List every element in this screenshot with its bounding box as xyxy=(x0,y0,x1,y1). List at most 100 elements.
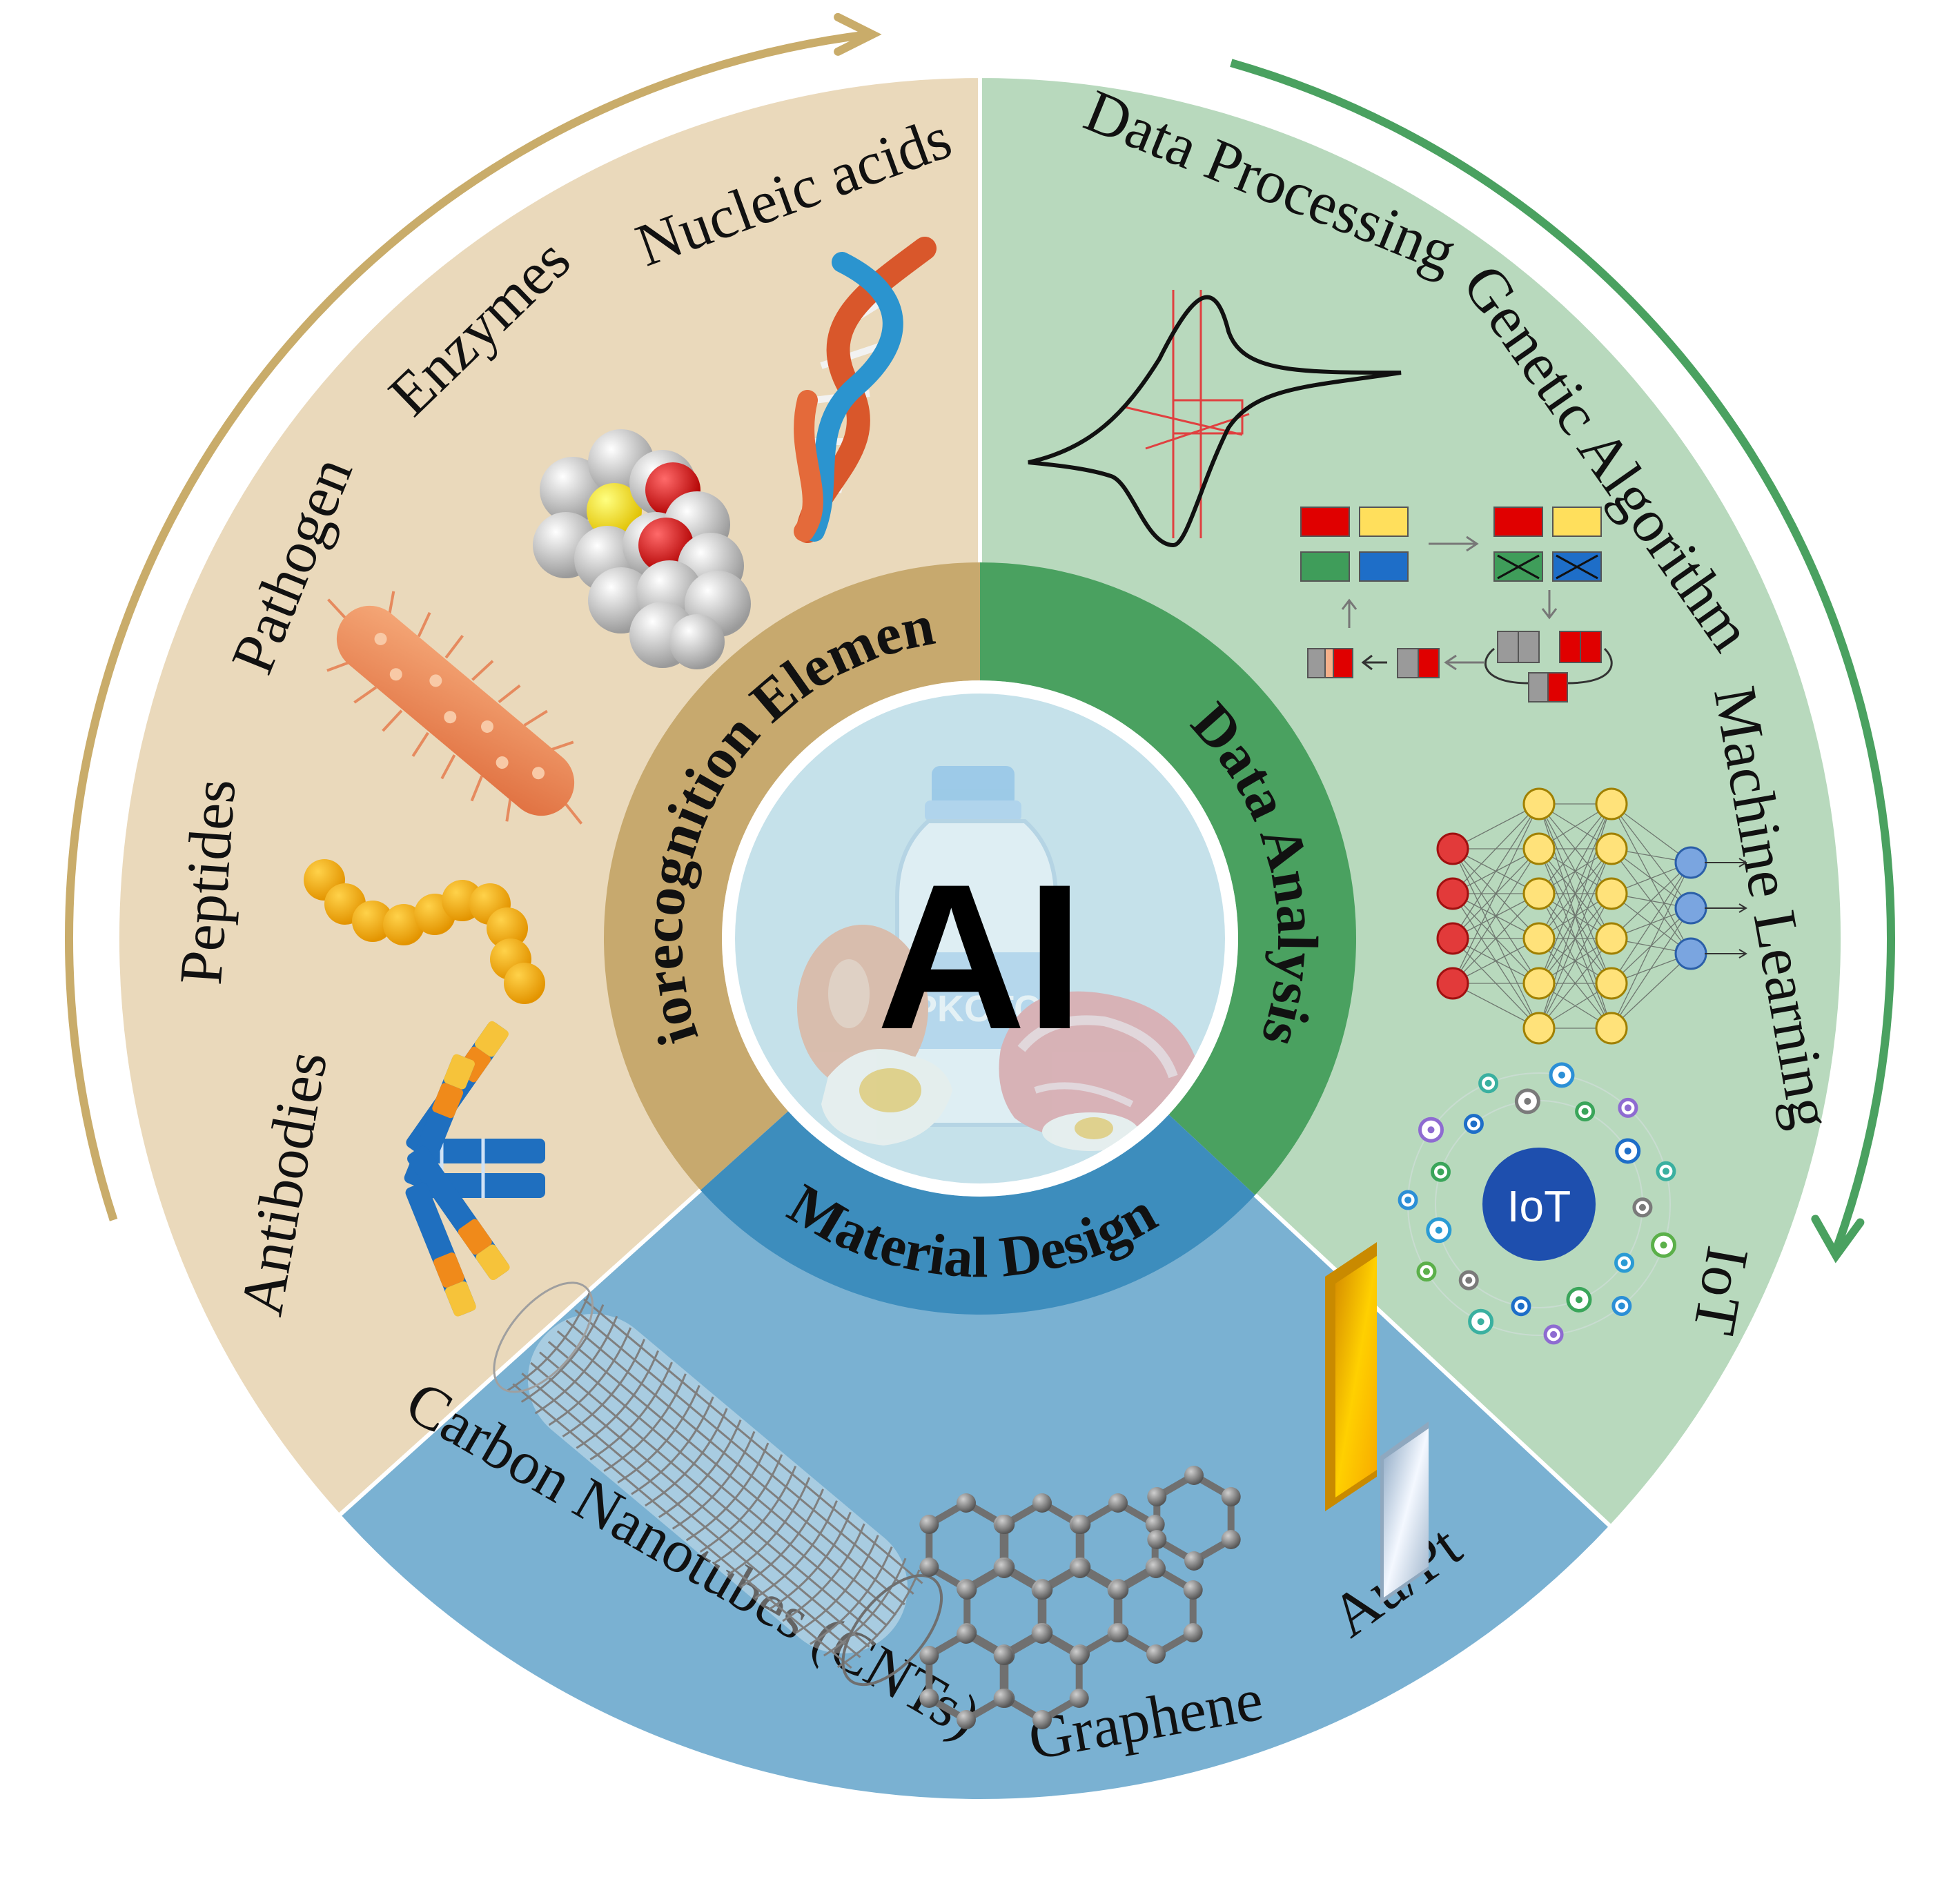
bacterium-icon xyxy=(326,591,583,825)
iot-device-core xyxy=(1465,1277,1473,1284)
cycle-arrows xyxy=(65,12,1895,1264)
left-cycle-arrow xyxy=(65,30,870,1221)
graphene-atom xyxy=(1069,1646,1089,1665)
graphene-atom xyxy=(994,1559,1014,1578)
iot-device-core xyxy=(1624,1147,1631,1154)
neural-node xyxy=(1674,846,1707,879)
graphene-atom xyxy=(993,1689,1013,1708)
center-circle: PKCTC AI xyxy=(722,680,1238,1197)
iot-device-core xyxy=(1477,1318,1484,1326)
genetic-algorithm-icon xyxy=(1300,507,1613,702)
data-analysis-sector xyxy=(978,73,1845,1530)
graphene-lattice-icon xyxy=(919,1466,1241,1729)
neural-node xyxy=(1436,832,1469,865)
graphene-atom xyxy=(1032,1624,1052,1644)
iot-device-core xyxy=(1404,1196,1412,1203)
inner-ring xyxy=(603,562,1356,1315)
molecule-icon xyxy=(533,429,751,669)
neural-node xyxy=(1522,832,1556,865)
graphene-atom xyxy=(1070,1559,1090,1578)
left-arrow-head xyxy=(834,12,882,56)
iot-device-core xyxy=(1524,1097,1531,1105)
neural-node xyxy=(1595,787,1628,820)
graphene-atom xyxy=(1109,1580,1129,1600)
dna-helix-icon xyxy=(794,237,937,543)
iot-device-core xyxy=(1638,1203,1646,1211)
graphene-atom xyxy=(1032,1710,1052,1729)
egg-icon xyxy=(797,925,952,1146)
iot-device-core xyxy=(1435,1226,1442,1234)
neural-network-icon xyxy=(1436,787,1747,1045)
iot-device-core xyxy=(1618,1302,1625,1310)
iot-device-core xyxy=(1575,1296,1582,1304)
graphene-atom xyxy=(1184,1551,1204,1571)
material-design-ring-segment xyxy=(700,1111,1255,1315)
material-design-sector xyxy=(335,935,1614,1803)
right-arrow-head xyxy=(1811,1215,1865,1264)
graphene-atom xyxy=(993,1646,1013,1665)
iot-network-icon: IoT xyxy=(1398,1062,1677,1345)
neural-node xyxy=(1595,922,1628,955)
neural-node xyxy=(1595,1012,1628,1045)
au-pt-crystal-icon xyxy=(1325,1242,1429,1604)
iot-badge-label: IoT xyxy=(1507,1181,1571,1231)
neural-node xyxy=(1522,967,1556,1000)
iot-device-core xyxy=(1427,1126,1435,1134)
iot-device-core xyxy=(1517,1302,1525,1310)
graphene-atom xyxy=(1032,1493,1052,1513)
graphene-atom xyxy=(1184,1466,1204,1485)
graphene-atom xyxy=(1147,1487,1167,1506)
graphene-atom xyxy=(1147,1530,1167,1549)
iot-device-core xyxy=(1660,1241,1667,1249)
iot-device-core xyxy=(1470,1120,1478,1128)
right-cycle-arrow xyxy=(1230,59,1895,1252)
antibody-icon xyxy=(404,1021,545,1317)
graphene-atom xyxy=(995,1515,1015,1534)
graphene-atom xyxy=(1108,1493,1128,1513)
iot-device-core xyxy=(1550,1330,1558,1338)
graphene-atom xyxy=(1221,1530,1241,1549)
graphene-atom xyxy=(957,1493,976,1513)
neural-node xyxy=(1595,832,1628,865)
graphene-atom xyxy=(957,1580,977,1600)
graphene-atom xyxy=(1146,1644,1166,1664)
neural-node xyxy=(1674,937,1707,970)
neural-node xyxy=(1595,877,1628,910)
meat-icon xyxy=(999,991,1201,1151)
graphene-atom xyxy=(957,1710,976,1729)
iot-device-core xyxy=(1437,1168,1444,1176)
biorecognition-ring-segment xyxy=(603,562,980,1190)
graphene-atom xyxy=(919,1689,939,1708)
label-peptides: Peptides xyxy=(168,777,249,987)
peptide-chain-icon xyxy=(304,859,545,1004)
iot-device-core xyxy=(1662,1168,1669,1175)
graphene-atom xyxy=(919,1557,939,1577)
nanotube-icon xyxy=(493,1281,943,1687)
graphene-atom xyxy=(957,1624,976,1644)
neural-node xyxy=(1595,967,1628,1000)
neural-node xyxy=(1522,922,1556,955)
graphene-atom xyxy=(1145,1515,1165,1534)
graphene-atom xyxy=(919,1646,939,1665)
graphene-atom xyxy=(1183,1580,1203,1600)
neural-node xyxy=(1436,922,1469,955)
graphene-atom xyxy=(1221,1487,1241,1506)
data-analysis-ring-segment xyxy=(980,562,1356,1195)
food-illustration: PKCTC xyxy=(797,766,1201,1151)
graphene-atom xyxy=(1069,1689,1089,1708)
graphene-atom xyxy=(1146,1559,1166,1578)
iot-device-core xyxy=(1624,1104,1631,1112)
iot-device-core xyxy=(1558,1071,1565,1079)
neural-node xyxy=(1522,877,1556,910)
iot-device-core xyxy=(1422,1268,1430,1275)
iot-device-core xyxy=(1581,1108,1589,1115)
neural-node xyxy=(1436,967,1469,1000)
neural-node xyxy=(1674,892,1707,925)
ai-title: AI xyxy=(876,841,1084,1072)
neural-node xyxy=(1522,1012,1556,1045)
graphene-atom xyxy=(1109,1623,1129,1642)
neural-node xyxy=(1522,787,1556,820)
iot-device-core xyxy=(1620,1259,1628,1267)
graphene-atom xyxy=(1071,1515,1091,1534)
